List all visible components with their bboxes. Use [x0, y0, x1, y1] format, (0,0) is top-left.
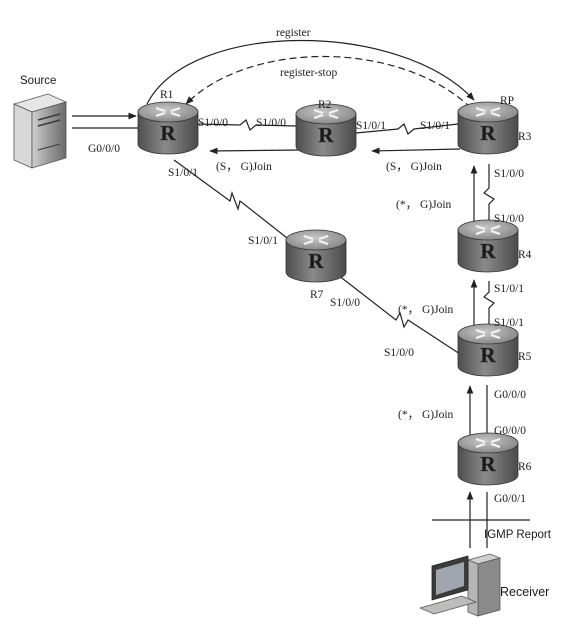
router-name-r2: R2	[318, 99, 332, 111]
link-r1-r7	[173, 159, 297, 246]
router-r3-icon: R	[457, 101, 519, 155]
router-r2-icon: R	[295, 103, 357, 157]
star-join-label-r6r5: (*， G)Join	[398, 409, 454, 421]
router-r5-glyph: R	[480, 343, 496, 367]
iface-r5-s100: S1/0/0	[384, 347, 414, 359]
link-r4-r5	[483, 281, 495, 330]
router-r1-glyph: R	[160, 121, 176, 145]
link-r3-r4	[483, 164, 495, 229]
star-join-label-r4r3: (*， G)Join	[396, 199, 452, 211]
source-label: Source	[20, 75, 56, 87]
router-r4-icon: R	[457, 219, 519, 273]
link-r7-r5	[337, 274, 461, 355]
register-arrow	[146, 39, 475, 105]
labels: Source Receiver R1 R2 RP R3 R4 R5 R6 R7 …	[20, 27, 552, 599]
iface-r3-s101: S1/0/1	[420, 120, 450, 132]
links	[72, 119, 495, 440]
star-join-label-r5r4: (*， G)Join	[398, 304, 454, 316]
iface-r6-g001: G0/0/1	[494, 493, 526, 505]
router-r6-glyph: R	[480, 452, 496, 476]
iface-r2-s101: S1/0/1	[356, 120, 386, 132]
source-server-icon	[12, 93, 68, 169]
router-name-r3: R3	[518, 131, 532, 143]
message-arrows	[72, 39, 530, 548]
sg-join-label-r1: (S， G)Join	[216, 161, 272, 173]
iface-r3-s100: S1/0/0	[494, 168, 524, 180]
iface-r7-s100: S1/0/0	[330, 297, 360, 309]
router-name-r7: R7	[310, 289, 324, 301]
rp-label: RP	[500, 95, 514, 107]
sg-join-label-r2: (S， G)Join	[386, 161, 442, 173]
iface-r1-g000: G0/0/0	[88, 143, 120, 155]
router-name-r5: R5	[518, 351, 532, 363]
router-r3-glyph: R	[480, 121, 496, 145]
router-r6-icon: R	[457, 432, 519, 486]
router-name-r6: R6	[518, 461, 532, 473]
iface-r1-s101: S1/0/1	[168, 167, 198, 179]
igmp-report-label: IGMP Report	[484, 529, 552, 541]
register-label: register	[276, 27, 311, 39]
sg-join-arrow-r2-r1	[209, 147, 301, 155]
iface-r5-g000: G0/0/0	[494, 389, 526, 401]
router-r7-glyph: R	[308, 249, 324, 273]
receiver-label: Receiver	[500, 585, 549, 599]
iface-r7-s101: S1/0/1	[248, 235, 278, 247]
iface-r4-s101: S1/0/1	[494, 283, 524, 295]
router-r1-icon: R	[137, 101, 199, 155]
iface-r4-s100: S1/0/0	[494, 213, 524, 225]
receiver-pc-icon	[418, 553, 502, 617]
iface-r6-g000: G0/0/0	[494, 425, 526, 437]
register-stop-arrow	[185, 55, 472, 109]
router-name-r1: R1	[160, 89, 174, 101]
routers: R R R R R R R	[137, 101, 519, 486]
router-r7-icon: R	[285, 229, 347, 283]
sg-join-arrow-r3-r2	[371, 147, 461, 155]
iface-r5-s101: S1/0/1	[494, 317, 524, 329]
router-r4-glyph: R	[480, 239, 496, 263]
register-stop-label: register-stop	[280, 67, 338, 79]
iface-r2-s100: S1/0/0	[256, 117, 286, 129]
router-r5-icon: R	[457, 323, 519, 377]
router-r2-glyph: R	[318, 123, 334, 147]
link-r1-r2	[197, 119, 297, 131]
router-name-r4: R4	[518, 249, 532, 261]
iface-r1-s100: S1/0/0	[198, 117, 228, 129]
link-r2-r3	[355, 123, 459, 135]
